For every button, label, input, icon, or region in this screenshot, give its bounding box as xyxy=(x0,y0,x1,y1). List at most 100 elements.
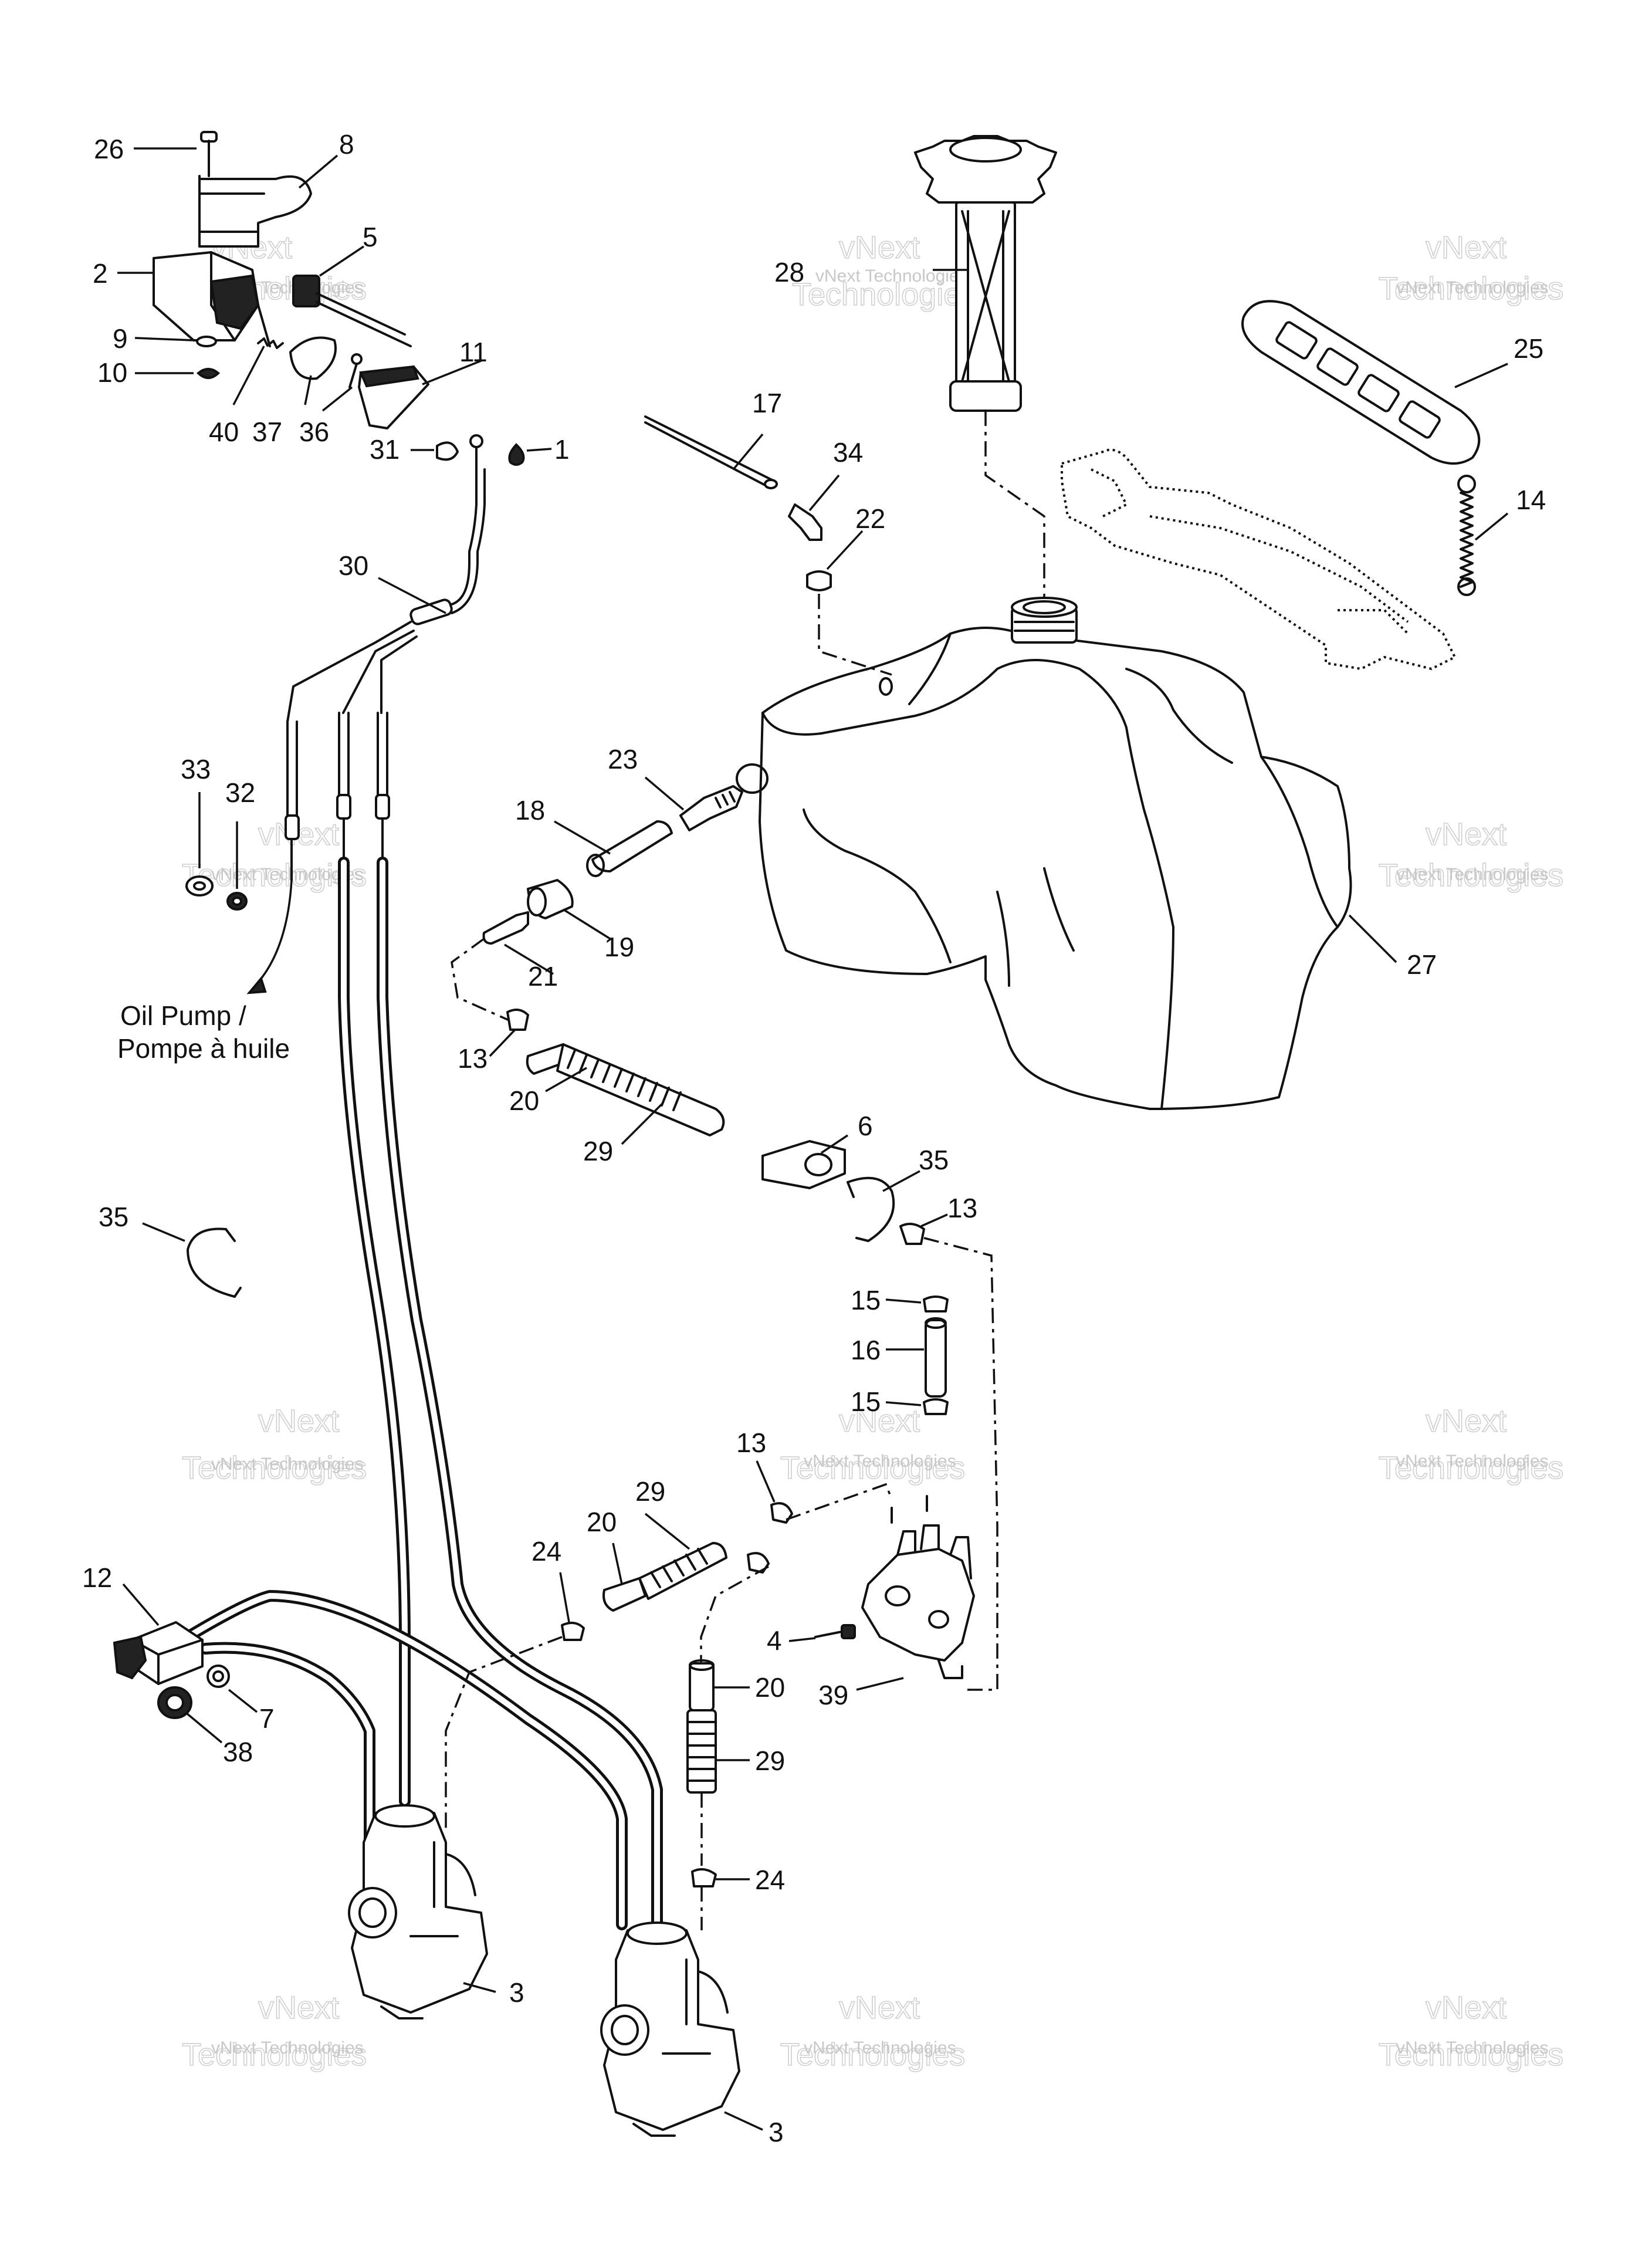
svg-text:Technologies: Technologies xyxy=(1379,2037,1563,2072)
watermark: vNext Technologies vNext Technologies xyxy=(780,1990,966,2073)
part-2-housing xyxy=(153,251,271,347)
svg-text:vNext Technologies: vNext Technologies xyxy=(1396,2038,1549,2058)
callout-5: 5 xyxy=(363,222,378,252)
callout-30: 30 xyxy=(338,550,368,581)
mounting-bracket xyxy=(1061,448,1457,671)
callout-39: 39 xyxy=(818,1680,848,1710)
callout-34: 34 xyxy=(833,437,863,468)
callout-20: 20 xyxy=(755,1672,785,1703)
part-13-clamp xyxy=(747,1502,793,1574)
callout-20: 20 xyxy=(509,1085,539,1116)
watermark: vNext Technologies vNext Technologies xyxy=(1378,1403,1564,1486)
part-24-clamp xyxy=(445,1622,585,1831)
svg-text:Oil Pump /: Oil Pump / xyxy=(120,1000,246,1031)
part-13-clamp xyxy=(506,1009,529,1031)
part-30-throttle-cable xyxy=(285,468,486,881)
carburetor-throttle-cables xyxy=(338,857,663,1930)
part-26-screw xyxy=(200,131,218,177)
part-32-clip xyxy=(226,892,248,911)
part-21-fitting xyxy=(482,911,529,945)
callout-2: 2 xyxy=(93,258,108,289)
callout-36: 36 xyxy=(299,417,329,447)
svg-text:Technologies: Technologies xyxy=(780,1450,965,1486)
part-3-carburetor-right xyxy=(600,1922,740,2137)
callout-29: 29 xyxy=(583,1136,613,1166)
svg-text:vNext Technologies: vNext Technologies xyxy=(211,1454,364,1474)
svg-text:vNext: vNext xyxy=(839,1403,920,1439)
oil-pump-arrow xyxy=(246,879,293,994)
watermark: vNext Technologies vNext Technologies xyxy=(1378,1990,1564,2073)
part-7-nut xyxy=(206,1665,230,1688)
callout-12: 12 xyxy=(82,1562,112,1593)
part-33-washer xyxy=(185,875,214,897)
callout-31: 31 xyxy=(370,434,400,465)
svg-text:Technologies: Technologies xyxy=(182,1450,367,1486)
part-15-clamp xyxy=(923,1398,949,1415)
callout-3: 3 xyxy=(509,1977,524,2008)
svg-text:vNext: vNext xyxy=(1426,817,1507,852)
svg-text:vNext: vNext xyxy=(839,230,920,265)
watermark: vNext Technologies vNext Technologies xyxy=(780,1403,966,1486)
part-40-spring xyxy=(257,337,284,349)
part-38-washer xyxy=(157,1686,192,1719)
part-37-grommet xyxy=(289,336,337,380)
svg-text:vNext: vNext xyxy=(1426,230,1507,265)
callout-29: 29 xyxy=(635,1476,665,1507)
callout-26: 26 xyxy=(94,134,124,164)
svg-text:vNext Technologies: vNext Technologies xyxy=(1396,278,1549,297)
fuel-line-dashed xyxy=(451,938,511,1022)
part-39-fuel-pump xyxy=(861,1495,975,1679)
callout-13: 13 xyxy=(458,1043,488,1074)
part-1-cable-end xyxy=(469,434,525,471)
svg-text:vNext: vNext xyxy=(258,1403,339,1439)
part-3-carburetor-left xyxy=(348,1804,488,2019)
part-16-hose xyxy=(925,1317,947,1398)
callout-28: 28 xyxy=(774,257,804,287)
callout-19: 19 xyxy=(604,932,634,962)
part-19-grommet xyxy=(527,879,574,919)
part-13-clamp xyxy=(899,1223,998,1691)
part-35-clamp xyxy=(187,1227,236,1298)
callout-23: 23 xyxy=(608,744,638,774)
part-8-cover xyxy=(198,175,312,248)
svg-text:Technologies: Technologies xyxy=(1379,858,1563,893)
part-18-fuel-hose xyxy=(586,820,673,877)
callout-13: 13 xyxy=(947,1193,977,1223)
part-29-spring-guard xyxy=(556,1043,725,1136)
watermark: vNext Technologies vNext Technologies xyxy=(1378,229,1564,307)
callout-32: 32 xyxy=(225,777,255,808)
callout-40: 40 xyxy=(209,417,239,447)
part-17-vent-hose xyxy=(644,415,778,489)
callout-14: 14 xyxy=(1516,485,1546,515)
svg-text:Technologies: Technologies xyxy=(1379,271,1563,306)
watermark: vNext Technologies vNext Technologies xyxy=(181,1990,367,2073)
callout-13: 13 xyxy=(736,1427,766,1458)
callout-33: 33 xyxy=(181,754,211,784)
part-31-clip xyxy=(436,441,459,461)
svg-text:vNext: vNext xyxy=(1426,1403,1507,1439)
part-9-washer xyxy=(196,336,217,347)
callout-18: 18 xyxy=(515,795,545,826)
part-29-spring-guard xyxy=(686,1709,717,1794)
part-35-clamp xyxy=(847,1176,895,1242)
callout-7: 7 xyxy=(259,1703,275,1734)
watermark: vNext Technologies vNext Technologies xyxy=(181,1403,367,1486)
svg-text:Technologies: Technologies xyxy=(1379,1450,1563,1486)
part-25-strap xyxy=(1241,300,1481,465)
part-28-fuel-gauge xyxy=(914,135,1057,598)
callout-1: 1 xyxy=(554,434,570,465)
callout-37: 37 xyxy=(252,417,282,447)
throttle-housing-assembly xyxy=(153,131,525,471)
callout-15: 15 xyxy=(851,1386,881,1417)
callout-labels: 26 8 2 5 9 10 40 37 36 11 31 1 30 33 32 … xyxy=(82,129,1546,2147)
callout-25: 25 xyxy=(1514,333,1543,364)
part-23-fitting xyxy=(679,785,743,831)
part-5-switch xyxy=(292,275,412,347)
callout-24: 24 xyxy=(532,1536,561,1567)
fuel-line-dashed xyxy=(786,1483,893,1521)
callout-17: 17 xyxy=(752,388,782,418)
callout-24: 24 xyxy=(755,1865,785,1895)
svg-text:vNext Technologies: vNext Technologies xyxy=(804,2038,956,2058)
callout-8: 8 xyxy=(339,129,354,160)
callout-15: 15 xyxy=(851,1285,881,1315)
